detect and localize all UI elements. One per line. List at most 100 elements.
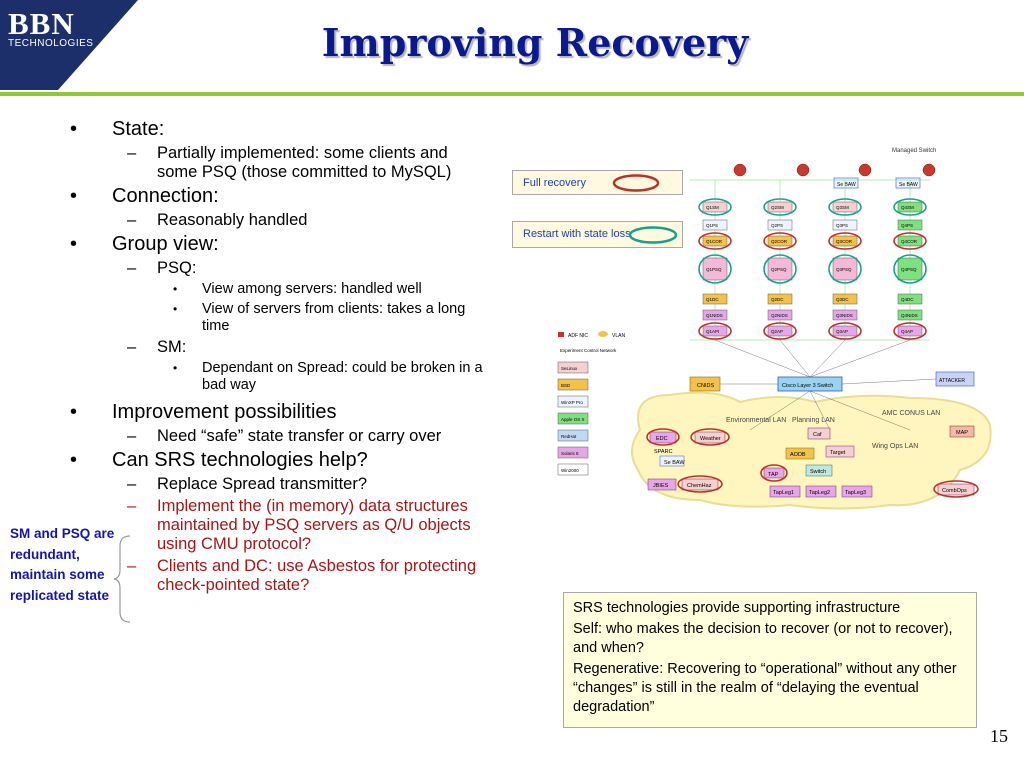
svg-text:Weather: Weather [700,436,721,442]
q-node-label: Q3PSQ [836,267,852,272]
q-node-label: Q4AP [901,329,913,334]
bullet-state-sub: –Partially implemented: some clients and… [127,144,452,181]
se-baw-label: Se BAW [837,182,856,188]
adf-nic-legend-label: ADF NIC [568,333,588,339]
q-node-label: Q1NIDS [706,313,723,318]
q-node-box [832,257,858,281]
recovery-oval [893,232,927,250]
q-node-box [897,257,923,281]
q-node-box [897,293,923,305]
recovery-oval [763,232,797,250]
cisco-switch-label: Cisco Layer 3 Switch [782,383,833,389]
q-node-box [702,293,728,305]
bullet-improvement-sub: –Need “safe” state transfer or carry ove… [127,427,442,445]
q-node-box [702,257,728,281]
q-node-label: Q4DC [901,297,914,302]
q-node-box [767,257,793,281]
legend-full-recovery: Full recovery [512,170,683,195]
recovery-oval [828,322,862,340]
q-node-label: Q1SM [706,205,719,210]
planning-lan-label: Planning LAN [792,417,835,424]
recovery-oval [828,254,862,284]
lan-nodes: EDC Weather SPARC Se BAW JBIES ChemHaz C… [647,425,975,498]
recovery-oval [763,254,797,284]
q-node-box [767,201,793,213]
info-line: SRS technologies provide supporting infr… [573,600,901,616]
os-legend-box [557,361,589,374]
os-legend-label: BSD [561,383,571,388]
q-node-box [702,219,728,231]
q-node-box [832,219,858,231]
os-legend-box [557,463,589,476]
cnids-label: CNIDS [697,383,714,389]
q-node-label: Q2PS [771,223,783,228]
q-node-box [832,293,858,305]
q-node-label: Q3AP [836,329,848,334]
env-lan-label: Environmental LAN [726,417,786,424]
attacker-label: ATTACKER [939,378,965,384]
svg-text:Caf: Caf [813,432,822,438]
recovery-oval [698,254,732,284]
q-node-box [767,309,793,321]
os-legend-label: RedHat [561,434,577,439]
q-node-label: Q2COR [771,239,788,244]
q-node-box [767,235,793,247]
bullet-psq-item: •View of servers from clients: takes a l… [173,301,466,334]
logo-background [0,0,138,90]
q-node-box [897,219,923,231]
q-node-label: Q3DC [836,297,849,302]
bullet-sm-item: •Dependant on Spread: could be broken in… [173,360,483,393]
q-node-label: Q1PS [706,223,718,228]
legend-restart-label: Restart with state loss [523,228,631,240]
q-node-label: Q2AP [771,329,783,334]
recovery-ovals [646,428,979,498]
svg-text:EDC: EDC [656,436,668,442]
svg-text:TapLeg1: TapLeg1 [773,490,794,496]
q-node-label: Q4COR [901,239,918,244]
bullet-sm: –SM: [127,338,187,356]
q-node-box [702,235,728,247]
slide-title: Improving Recovery [321,20,749,65]
bullet-srs-sub-highlight: –Implement the (in memory) data structur… [127,497,471,553]
q-node-label: Q2DC [771,297,784,302]
recovery-oval [893,254,927,284]
title-divider [0,92,1024,96]
vlan-legend-label: VLAN [612,333,625,339]
q-node-box [767,293,793,305]
bullet-connection: •Connection: [70,185,219,207]
os-legend-box [557,378,589,391]
bullet-state: •State: [70,118,165,140]
star-hub-icons [733,163,936,177]
q-node-box [897,201,923,213]
bullet-psq-item: •View among servers: handled well [173,281,422,297]
svg-text:CombOps: CombOps [942,488,967,494]
q-node-box [897,309,923,321]
os-legend-label: Solaris 8 [561,451,579,456]
recovery-oval [698,198,732,216]
side-note: SM and PSQ are redundant, maintain some … [10,526,115,603]
recovery-oval [763,322,797,340]
os-legend-label: WinXP Pro [561,400,583,405]
os-legend-label: Win2000 [561,468,579,473]
recovery-oval [828,232,862,250]
bullet-connection-sub: –Reasonably handled [127,211,308,229]
bullet-list: •State: –Partially implemented: some cli… [70,118,490,598]
se-baw-box [895,177,921,189]
q-node-box [832,201,858,213]
q-node-label: Q1PSQ [706,267,722,272]
se-baw-label: Se BAW [899,182,918,188]
svg-text:Switch: Switch [810,469,826,475]
q-node-label: Q4PS [901,223,913,228]
os-legend-label: SeLinux [561,366,578,371]
q-node-box [897,235,923,247]
q-node-box [832,309,858,321]
recovery-oval [893,198,927,216]
teal-oval-icon [628,226,678,244]
q-node-label: Q2NIDS [771,313,788,318]
svg-text:TapLeg2: TapLeg2 [809,490,830,496]
info-line: Self: who makes the decision to recover … [573,621,953,656]
logo-subtitle: TECHNOLOGIES [8,38,94,49]
